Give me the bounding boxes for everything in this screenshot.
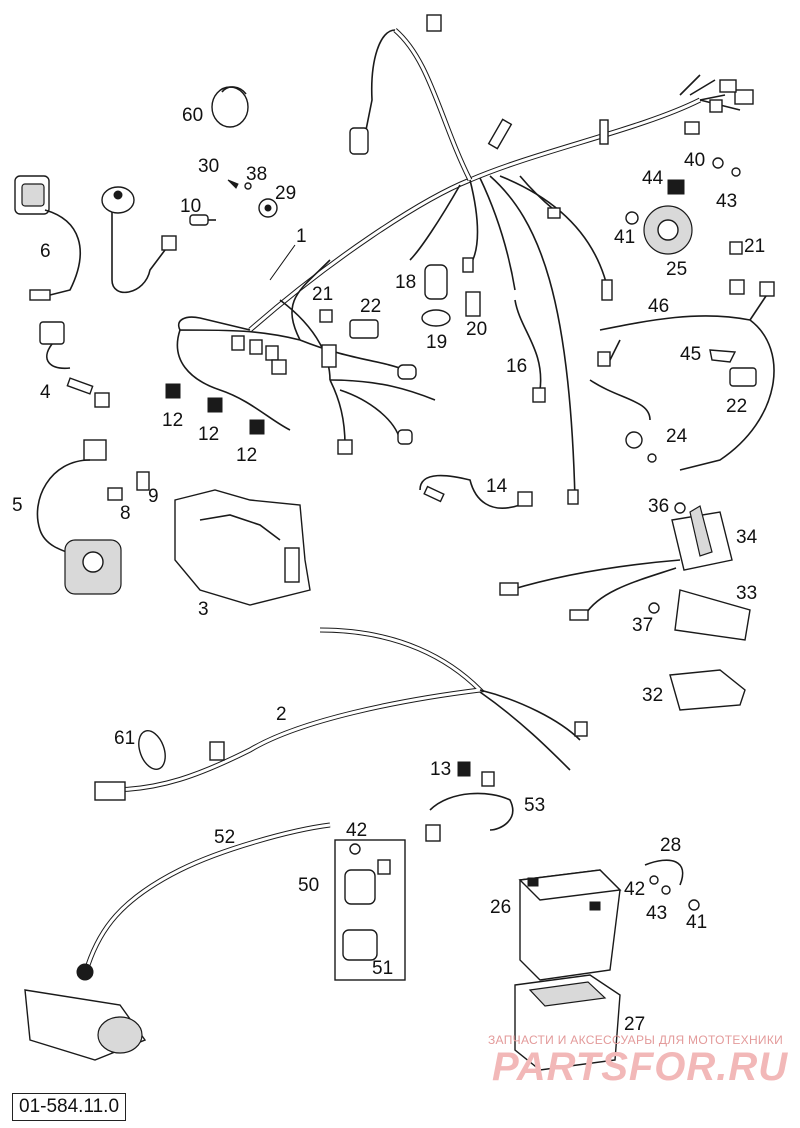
callout-22: 22	[726, 396, 747, 417]
watermark-tagline: ЗАПЧАСТИ И АКСЕССУАРЫ ДЛЯ МОТОТЕХНИКИ	[488, 1033, 784, 1047]
callout-30: 30	[198, 156, 219, 177]
callout-25: 25	[666, 259, 687, 280]
part-45-bracket	[709, 349, 737, 363]
part-60-cable-tie	[211, 86, 249, 128]
battery-and-box	[514, 869, 622, 1071]
watermark-brand: PARTSFOR.RU	[492, 1045, 789, 1089]
callout-8: 8	[120, 503, 131, 524]
drawing-number: 01-584.11.0	[12, 1093, 127, 1121]
part-46-harness	[597, 279, 775, 471]
battery-cable-assembly	[644, 859, 700, 911]
callout-53: 53	[524, 795, 545, 816]
callout-26: 26	[490, 897, 511, 918]
callout-labels: 60 30 38 29 10 6 1 40 43 44 41 25 21 21 …	[12, 105, 765, 1035]
part-5-ignition-switch	[36, 439, 122, 595]
part-24-sensor	[589, 379, 657, 463]
callout-16: 16	[506, 356, 527, 377]
callout-41: 41	[614, 227, 635, 248]
callout-33: 33	[736, 583, 757, 604]
callout-38: 38	[246, 164, 267, 185]
connectors-21-22	[319, 241, 757, 387]
part-12-connectors	[165, 383, 265, 435]
callout-24: 24	[666, 426, 688, 447]
callout-43: 43	[646, 903, 667, 924]
callout-9: 9	[148, 486, 159, 507]
part-16-sensor	[514, 299, 546, 403]
callout-41: 41	[686, 912, 707, 933]
callout-43: 43	[716, 191, 737, 212]
callout-2: 2	[276, 704, 287, 725]
small-fasteners	[189, 179, 278, 226]
callout-60: 60	[182, 105, 203, 126]
callout-13: 13	[430, 759, 451, 780]
parts-18-19-20	[421, 264, 481, 327]
callout-14: 14	[486, 476, 508, 497]
relay-box	[334, 839, 406, 981]
callout-21: 21	[312, 284, 333, 305]
callout-19: 19	[426, 332, 447, 353]
callout-6: 6	[40, 241, 51, 262]
parts-8-9	[107, 471, 150, 501]
part-2-harness	[94, 627, 588, 801]
callout-12: 12	[162, 410, 183, 431]
callout-12: 12	[198, 424, 219, 445]
part-4-relay	[39, 321, 110, 408]
callout-29: 29	[275, 183, 296, 204]
callout-18: 18	[395, 272, 416, 293]
parts-13-53	[425, 761, 514, 842]
callout-4: 4	[40, 382, 51, 403]
callout-52: 52	[214, 827, 235, 848]
callout-5: 5	[12, 495, 23, 516]
sensor-with-cable	[101, 186, 177, 294]
callout-42: 42	[346, 820, 367, 841]
callout-40: 40	[684, 150, 705, 171]
callout-51: 51	[372, 958, 393, 979]
callout-3: 3	[198, 599, 209, 620]
part-6-switch	[14, 175, 81, 301]
callout-46: 46	[648, 296, 669, 317]
part-3-bracket	[174, 489, 311, 606]
callout-36: 36	[648, 496, 669, 517]
callout-12: 12	[236, 445, 257, 466]
callout-10: 10	[180, 196, 201, 217]
callout-1: 1	[296, 226, 307, 247]
part-14-sensor-cable	[419, 474, 533, 509]
horn-assembly	[625, 157, 741, 255]
regulator-assembly	[499, 502, 751, 711]
callout-27: 27	[624, 1014, 645, 1035]
callout-37: 37	[632, 615, 653, 636]
callout-32: 32	[642, 685, 663, 706]
callout-22: 22	[360, 296, 381, 317]
callout-50: 50	[298, 875, 319, 896]
callout-28: 28	[660, 835, 681, 856]
callout-34: 34	[736, 527, 758, 548]
callout-21: 21	[744, 236, 765, 257]
callout-61: 61	[114, 728, 135, 749]
callout-20: 20	[466, 319, 487, 340]
callout-42: 42	[624, 879, 645, 900]
starter-cable-and-motor	[24, 822, 331, 1061]
callout-45: 45	[680, 344, 701, 365]
main-wiring-harness	[176, 14, 754, 505]
callout-44: 44	[642, 168, 664, 189]
